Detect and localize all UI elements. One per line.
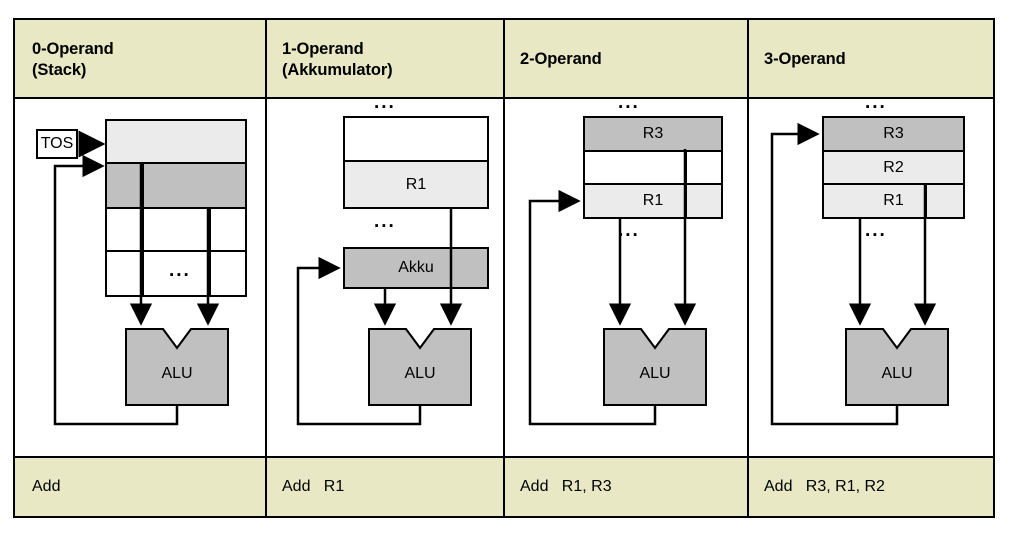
register-cell-r2: R2	[824, 152, 963, 185]
header-divider-2	[503, 20, 505, 97]
header-title-line1: 0-Operand	[32, 40, 114, 59]
instruction-cell-zero-operand: Add	[15, 458, 265, 516]
accumulator-label: Akku	[398, 259, 434, 276]
register-cell-label: R3	[883, 125, 904, 142]
register-file-box: R3 R2 R1	[822, 116, 965, 219]
stack-cell-3	[107, 252, 245, 295]
header-divider-3	[747, 20, 749, 97]
header-cell-zero-operand: 0-Operand (Stack)	[15, 20, 265, 99]
wiring-one-operand	[296, 207, 463, 426]
wiring-three-operand	[770, 122, 937, 426]
diagram-divider-1	[265, 99, 267, 456]
wiring-two-operand	[528, 149, 697, 426]
diagram-three-operand: ... R3 R2 R1 ... ALU	[750, 79, 995, 438]
alu-shape	[603, 328, 707, 406]
stack-ellipsis: ...	[169, 260, 191, 281]
header-title-line2: (Stack)	[32, 60, 87, 79]
header-cell-two-operand: 2-Operand	[503, 20, 747, 99]
stack-cell-1	[107, 164, 245, 209]
tos-label-box: TOS	[36, 129, 78, 159]
header-title-line1: 2-Operand	[520, 50, 602, 69]
alu-label: ALU	[639, 365, 671, 382]
stack-grid-line-left	[142, 164, 144, 295]
register-cell-empty	[345, 118, 487, 162]
regfile-top-ellipsis: ...	[865, 92, 887, 113]
register-cell-label: R3	[642, 125, 664, 142]
register-file-box: R3 R1	[583, 116, 723, 219]
register-cell-r1: R1	[585, 185, 721, 217]
register-cell-r1: R1	[824, 185, 963, 217]
header-divider-1	[265, 20, 267, 97]
register-cell-r3: R3	[585, 118, 721, 152]
alu-shape	[125, 328, 229, 406]
instruction-divider-2	[503, 458, 505, 516]
regfile-top-ellipsis: ...	[374, 92, 396, 113]
register-cell-label: R1	[883, 192, 904, 209]
stack-cell-2	[107, 209, 245, 252]
alu-label: ALU	[161, 365, 193, 382]
register-cell-empty	[585, 152, 721, 185]
alu-three-operand: ALU	[845, 328, 949, 411]
header-title-line1: 1-Operand	[282, 40, 364, 59]
header-cell-one-operand: 1-Operand (Akkumulator)	[265, 20, 503, 99]
register-cell-label: R1	[405, 175, 427, 193]
alu-zero-operand: ALU	[125, 328, 229, 411]
diagram-divider-3	[747, 99, 749, 456]
register-cell-label: R1	[642, 192, 664, 209]
diagram-two-operand: ... R3 R1 ... ALU	[505, 79, 748, 438]
header-title-line2: (Akkumulator)	[282, 60, 393, 79]
register-cell-r1: R1	[345, 162, 487, 207]
header-cell-three-operand: 3-Operand	[747, 20, 993, 99]
instruction-text: Add R3, R1, R2	[764, 478, 885, 495]
stack-grid-line-right	[209, 207, 211, 295]
wiring-zero-operand	[53, 130, 220, 426]
table-header-row: 0-Operand (Stack) 1-Operand (Akkumulator…	[15, 20, 993, 99]
alu-two-operand: ALU	[603, 328, 707, 411]
diagram-one-operand: ... R1 ... Akku ALU	[265, 79, 503, 438]
table-instruction-row: Add Add R1 Add R1, R3 Add R3, R1, R2	[15, 458, 993, 516]
instruction-cell-two-operand: Add R1, R3	[503, 458, 747, 516]
regfile-bottom-ellipsis: ...	[865, 220, 887, 241]
instruction-cell-three-operand: Add R3, R1, R2	[747, 458, 993, 516]
instruction-text: Add	[32, 478, 61, 495]
header-title-line1: 3-Operand	[764, 50, 846, 69]
diagram-divider-2	[503, 99, 505, 456]
alu-shape	[368, 328, 472, 406]
register-file-box: R1	[343, 116, 489, 209]
instruction-cell-one-operand: Add R1	[265, 458, 503, 516]
register-cell-r3: R3	[824, 118, 963, 152]
regfile-bottom-ellipsis: ...	[618, 220, 640, 241]
alu-shape	[845, 328, 949, 406]
diagram-zero-operand: TOS ... ALU	[15, 79, 263, 438]
alu-label: ALU	[881, 365, 913, 382]
instruction-divider-1	[265, 458, 267, 516]
tos-label: TOS	[40, 135, 74, 152]
accumulator-box: Akku	[343, 247, 489, 289]
instruction-text: Add R1, R3	[520, 478, 612, 495]
stack-cell-0	[107, 121, 245, 164]
stack-box	[105, 119, 247, 297]
regfile-bottom-ellipsis: ...	[374, 211, 396, 232]
alu-label: ALU	[404, 365, 436, 382]
alu-one-operand: ALU	[368, 328, 472, 411]
instruction-divider-3	[747, 458, 749, 516]
register-cell-label: R2	[883, 158, 904, 176]
regfile-top-ellipsis: ...	[618, 92, 640, 113]
instruction-text: Add R1	[282, 478, 345, 495]
